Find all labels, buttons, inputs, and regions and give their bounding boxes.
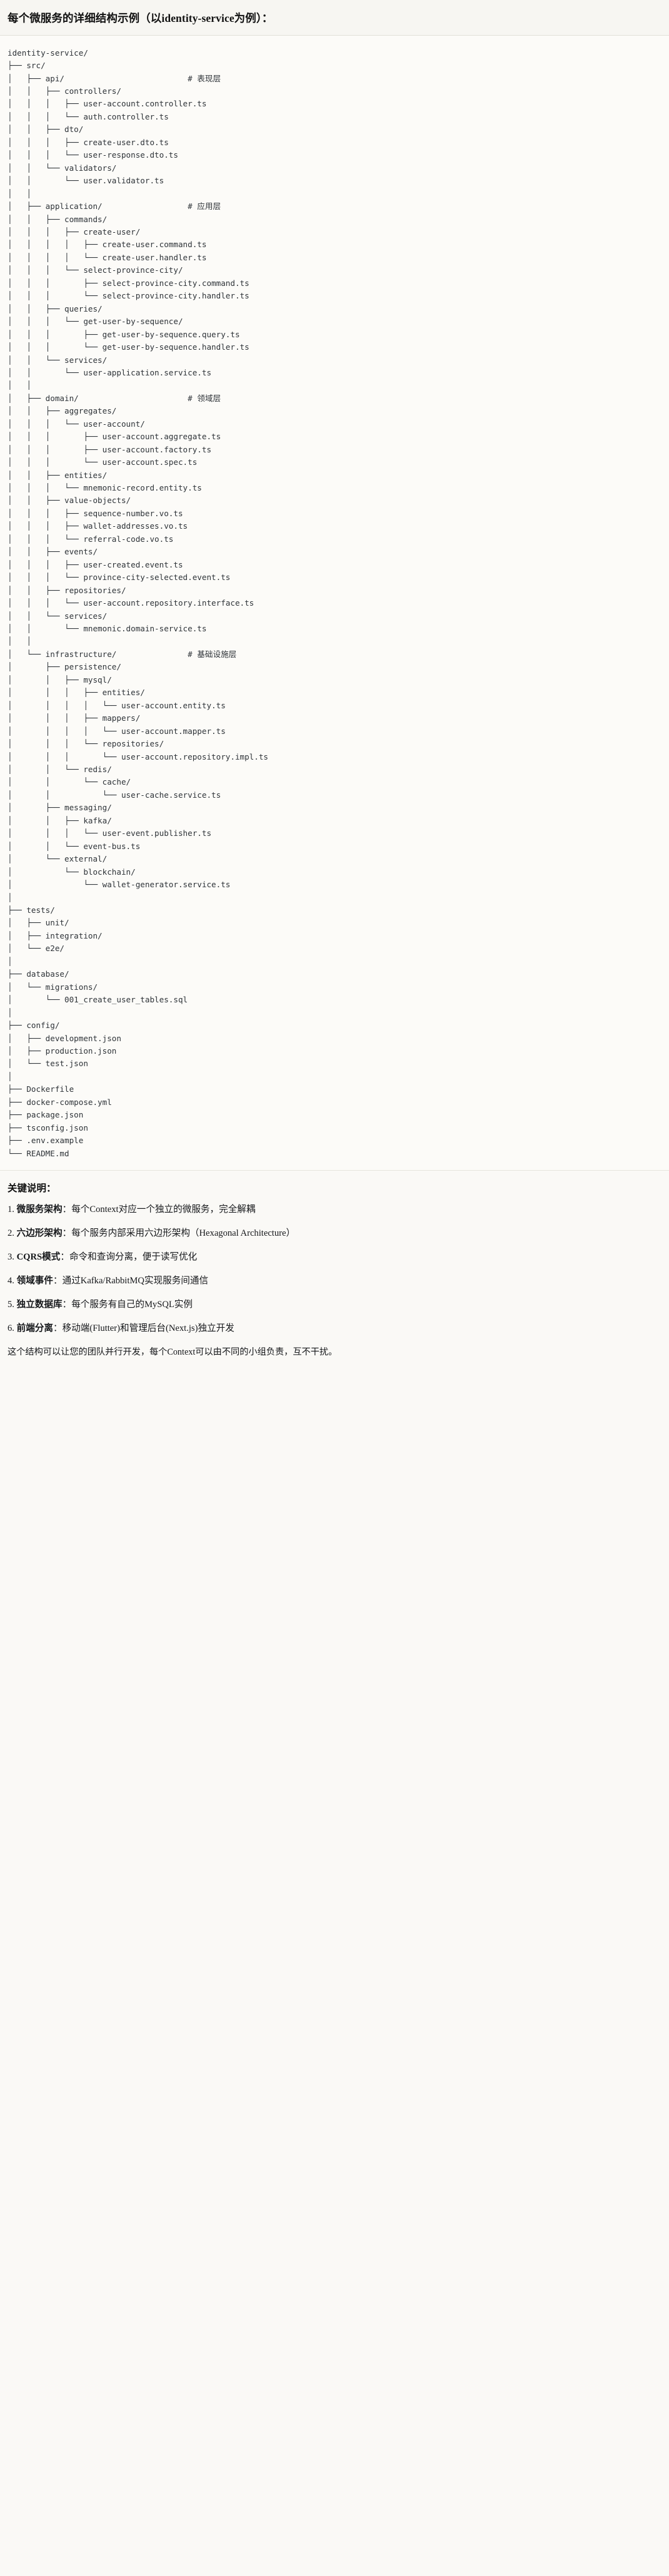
key-point-number: 3.: [8, 1251, 14, 1262]
key-point-item: 2. 六边形架构：每个服务内部采用六边形架构（Hexagonal Archite…: [8, 1227, 661, 1241]
page-title: 每个微服务的详细结构示例（以identity-service为例）：: [8, 12, 273, 24]
key-point-item: 4. 领域事件：通过Kafka/RabbitMQ实现服务间通信: [8, 1275, 661, 1288]
key-point-term: 前端分离: [16, 1323, 53, 1333]
key-point-number: 6.: [8, 1323, 14, 1333]
key-point-term: 领域事件: [16, 1275, 53, 1286]
key-points-list: 1. 微服务架构：每个Context对应一个独立的微服务，完全解耦 2. 六边形架…: [8, 1203, 661, 1335]
directory-tree-block: identity-service/ ├── src/ │ ├── api/ # …: [0, 35, 669, 1171]
key-point-term: 六边形架构: [16, 1228, 63, 1238]
key-point-item: 1. 微服务架构：每个Context对应一个独立的微服务，完全解耦: [8, 1203, 661, 1217]
key-point-description: ：每个Context对应一个独立的微服务，完全解耦: [62, 1204, 256, 1215]
key-point-description: ：移动端(Flutter)和管理后台(Next.js)独立开发: [53, 1323, 234, 1333]
key-point-term: 独立数据库: [16, 1299, 63, 1310]
document-page: 每个微服务的详细结构示例（以identity-service为例）： ident…: [0, 0, 669, 1371]
key-point-description: ：命令和查询分离，便于读写优化: [60, 1251, 198, 1262]
key-point-number: 1.: [8, 1204, 14, 1215]
key-point-item: 5. 独立数据库：每个服务有自己的MySQL实例: [8, 1298, 661, 1312]
key-point-number: 2.: [8, 1228, 14, 1238]
key-point-description: ：每个服务内部采用六边形架构（Hexagonal Architecture）: [62, 1228, 296, 1238]
key-point-term: CQRS模式: [16, 1251, 61, 1262]
key-point-description: ：通过Kafka/RabbitMQ实现服务间通信: [53, 1275, 209, 1286]
key-point-number: 4.: [8, 1275, 14, 1286]
key-points-section: 关键说明： 1. 微服务架构：每个Context对应一个独立的微服务，完全解耦 2…: [0, 1171, 669, 1371]
key-point-number: 5.: [8, 1299, 14, 1310]
directory-tree: identity-service/ ├── src/ │ ├── api/ # …: [8, 48, 269, 1158]
document-header: 每个微服务的详细结构示例（以identity-service为例）：: [0, 0, 669, 36]
key-point-description: ：每个服务有自己的MySQL实例: [62, 1299, 193, 1310]
key-points-heading: 关键说明：: [8, 1183, 56, 1194]
key-point-term: 微服务架构: [16, 1204, 63, 1215]
key-point-item: 6. 前端分离：移动端(Flutter)和管理后台(Next.js)独立开发: [8, 1322, 661, 1336]
key-point-item: 3. CQRS模式：命令和查询分离，便于读写优化: [8, 1251, 661, 1265]
closing-paragraph: 这个结构可以让您的团队并行开发，每个Context可以由不同的小组负责，互不干扰…: [8, 1347, 338, 1358]
